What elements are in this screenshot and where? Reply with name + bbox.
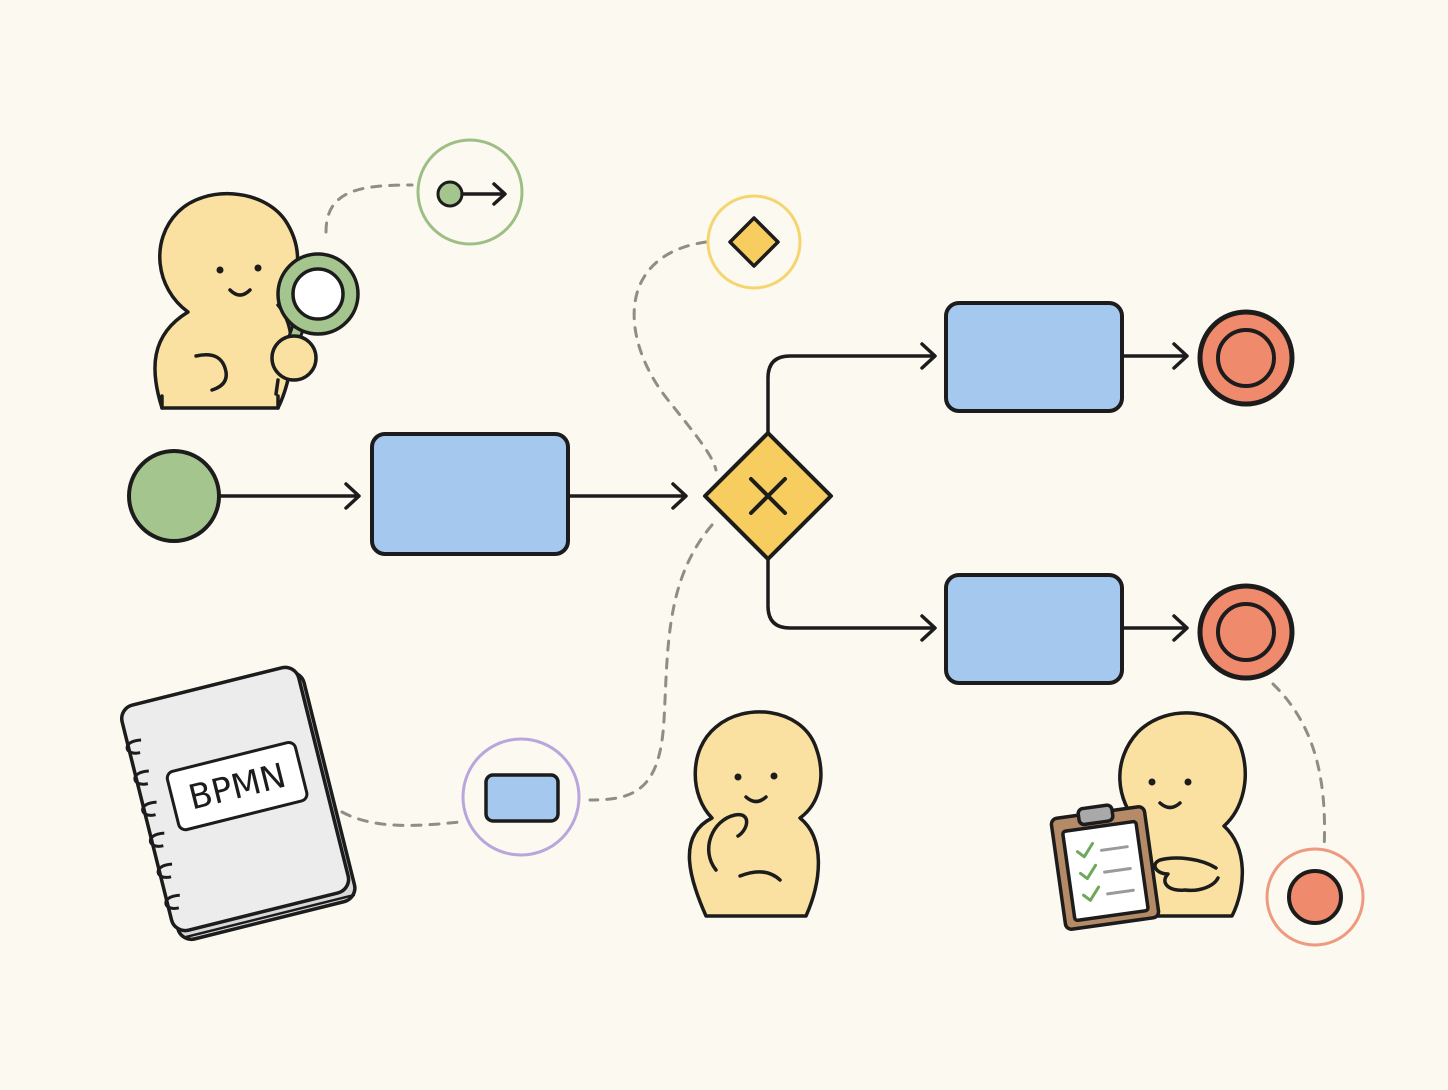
character-eye [254,264,262,272]
task-upper[interactable] [944,301,1124,413]
character-arm [738,870,782,882]
dashed-connector-task-legend [588,523,714,802]
flow-gateway-to-lower-task [766,558,937,642]
task-legend-icon [461,737,581,857]
magnifying-glass-icon [270,252,360,396]
character-with-magnifier [153,192,360,410]
character-smile [1158,801,1182,810]
task-lower[interactable] [944,573,1124,685]
clipboard-icon [1049,803,1161,931]
end-event-lower[interactable] [1197,583,1295,681]
thinking-character [687,710,823,918]
end-event-upper[interactable] [1197,309,1295,407]
dashed-connector-end-legend [1271,682,1327,852]
sequence-flows [218,342,1189,642]
dashed-connector-start-legend [324,183,414,234]
gateway-legend-icon [706,194,802,290]
character-eye [1184,778,1192,786]
exclusive-gateway[interactable] [703,431,833,561]
start-event-legend-icon [416,138,524,246]
flow-lower-task-to-end [1122,614,1189,642]
character-body [687,710,823,918]
character-pointing-hand [1153,856,1220,893]
character-eye [770,772,778,780]
end-event-legend-icon [1265,847,1365,947]
dashed-connectors [324,183,1327,852]
character-smile [228,288,252,297]
notebook-spiral [125,738,180,910]
character-arm [194,353,228,392]
dashed-connector-gateway-legend [632,240,718,472]
flow-start-to-task [218,482,361,510]
task-main[interactable] [370,432,570,556]
start-event[interactable] [127,449,221,543]
flow-task-to-gateway [568,482,688,510]
character-eye [734,773,742,781]
dashed-connector-notebook [340,810,462,827]
flow-gateway-to-upper-task [766,342,937,435]
character-with-clipboard [1049,711,1247,931]
character-hand-chin [706,813,749,872]
character-smile [744,795,768,804]
notebook-label-plate [165,741,309,832]
character-eye [1148,778,1156,786]
character-eye [216,266,224,274]
flow-upper-task-to-end [1122,342,1189,370]
notebook-icon: BPMN [120,665,357,942]
gateway-x-marker-icon [749,477,787,515]
